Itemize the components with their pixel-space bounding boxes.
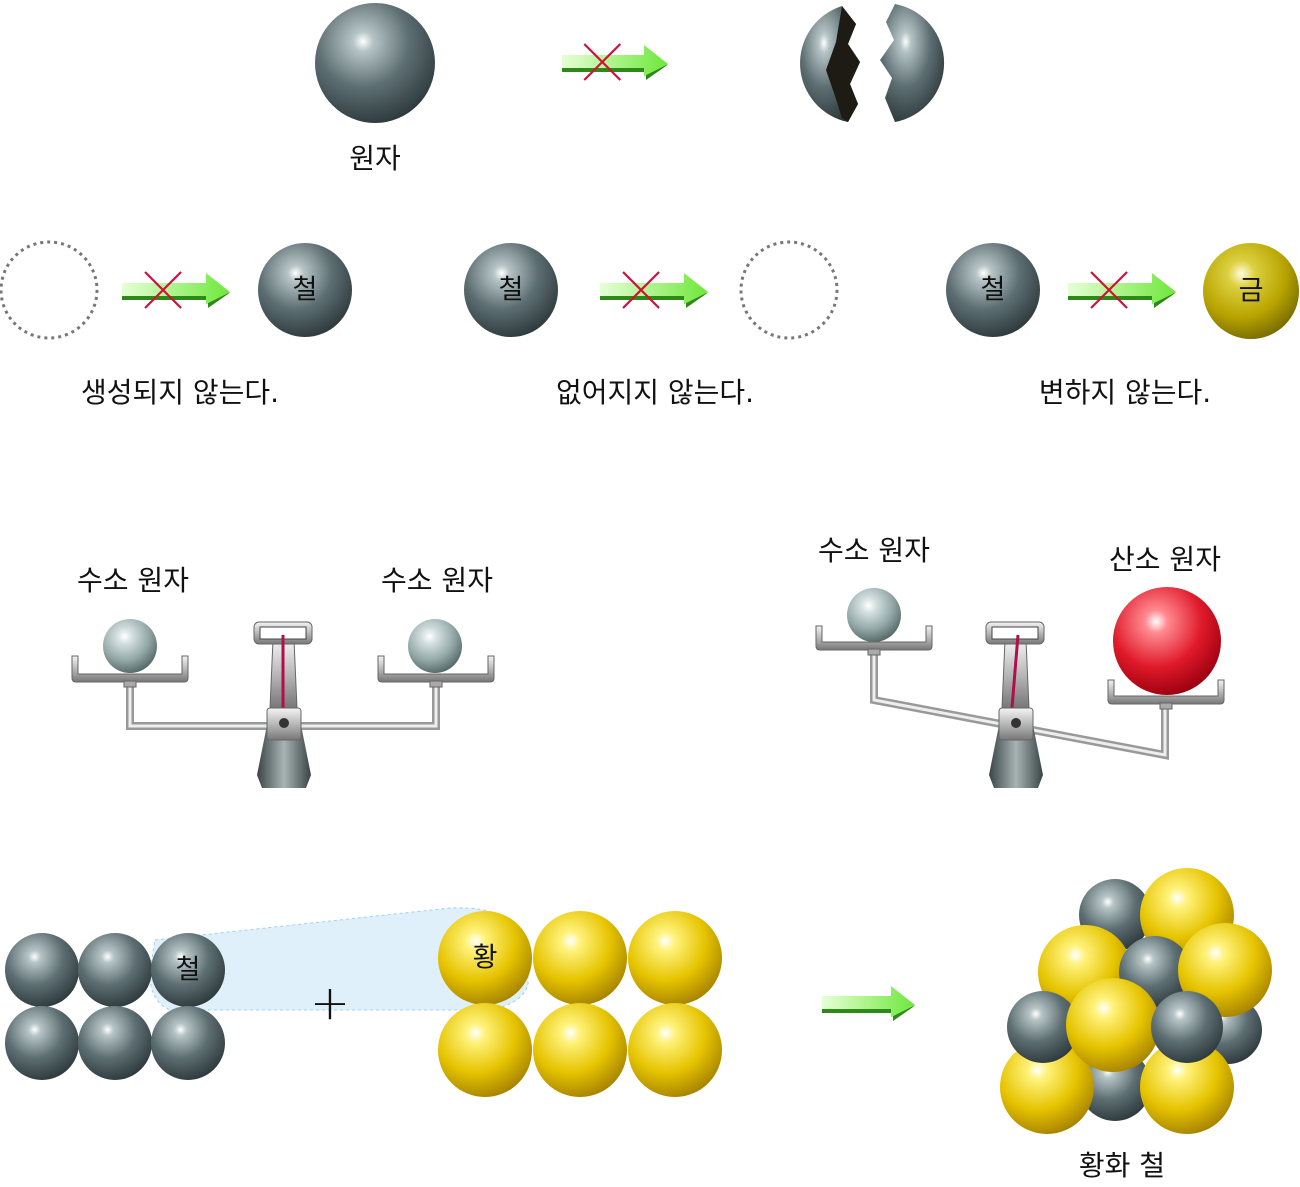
sulfur-atom [438, 911, 532, 1005]
sulfur-atom [438, 1003, 532, 1097]
empty-circle [739, 240, 839, 340]
not-destroyed-caption: 없어지지 않는다. [556, 376, 754, 409]
iron-sulfur-highlight [149, 907, 529, 1011]
not-changed-caption: 변하지 않는다. [1039, 376, 1211, 409]
iron-atom [151, 1006, 225, 1080]
iron-atom [1007, 991, 1079, 1063]
empty-circle [0, 240, 99, 340]
sulfur-atom [1178, 923, 1272, 1017]
iron-sphere-label: 철 [293, 275, 318, 306]
crossed-arrow [562, 43, 668, 81]
iron-atom [258, 243, 352, 337]
iron-sphere-label: 철 [176, 955, 201, 986]
balance-scale-equal [71, 621, 495, 788]
sulfur-atom [1066, 978, 1160, 1072]
hydrogen-atom [103, 619, 157, 673]
balance-scale-tilted [815, 621, 1225, 788]
cross-icon [622, 271, 660, 309]
sulfur-sphere-label: 황 [473, 943, 498, 974]
iron-atom [5, 933, 79, 1007]
gold-sphere-label: 금 [1239, 276, 1264, 307]
sulfur-atom [533, 911, 627, 1005]
sulfur-atom [1000, 1040, 1094, 1134]
plus-sign: + [310, 975, 350, 1031]
hydrogen-atom-label: 수소 원자 [381, 564, 493, 597]
broken-atom [800, 4, 945, 122]
cross-icon [1090, 271, 1128, 309]
sulfur-atom [628, 911, 722, 1005]
iron-atom [1151, 991, 1223, 1063]
oxygen-atom-label: 산소 원자 [1109, 543, 1221, 576]
iron-sphere-label: 철 [499, 275, 524, 306]
oxygen-atom [1113, 587, 1221, 695]
not-created-caption: 생성되지 않는다. [81, 376, 279, 409]
iron-sulfide-label: 황화 철 [1079, 1149, 1165, 1182]
hydrogen-atom-label: 수소 원자 [818, 534, 930, 567]
crossed-arrow [1068, 271, 1176, 309]
sulfur-atom [628, 1003, 722, 1097]
iron-atom [315, 3, 435, 123]
sulfur-atom [1140, 1040, 1234, 1134]
iron-atom [946, 243, 1040, 337]
hydrogen-atom-label: 수소 원자 [77, 564, 189, 597]
atom-label: 원자 [349, 142, 401, 175]
iron-atom [151, 933, 225, 1007]
cross-icon [144, 271, 182, 309]
iron-atom [78, 1006, 152, 1080]
crossed-arrow [122, 271, 230, 309]
iron-atom [5, 1006, 79, 1080]
iron-atom [78, 933, 152, 1007]
reaction-arrow [822, 986, 915, 1021]
sulfur-atom [533, 1003, 627, 1097]
hydrogen-atom [847, 588, 901, 642]
hydrogen-atom [408, 619, 462, 673]
iron-atom [464, 243, 558, 337]
iron-sphere-label: 철 [981, 275, 1006, 306]
cross-icon [583, 43, 622, 81]
gold-atom [1203, 243, 1299, 339]
crossed-arrow [600, 271, 708, 309]
